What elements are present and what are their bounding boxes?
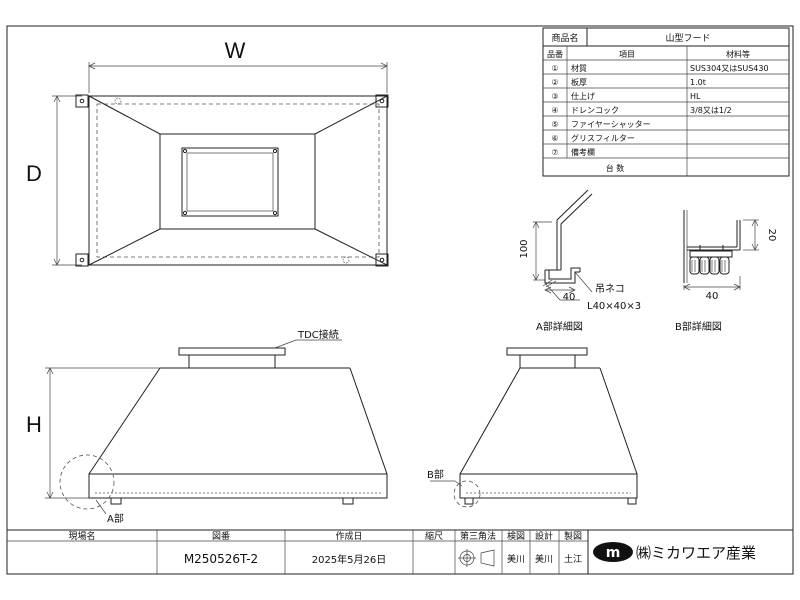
col-material-header: 材料等 [726, 49, 750, 59]
design-label: 設計 [535, 530, 553, 542]
row-no: ④ [551, 106, 558, 115]
detail-a: 100 40 吊ネコ L40×40×3 A部詳細図 [519, 189, 641, 333]
row-item: ドレンコック [571, 106, 619, 115]
row-no: ③ [551, 92, 558, 101]
row-item: 板厚 [571, 77, 587, 87]
detail-a-title: A部詳細図 [536, 320, 583, 333]
plan-view: W D [26, 38, 389, 267]
detail-b-title: B部詳細図 [675, 320, 722, 333]
side-view: B部 [427, 347, 638, 508]
drafter-name: 土江 [564, 553, 582, 565]
designer-name: 美川 [535, 553, 553, 565]
scale-label: 縮尺 [425, 530, 443, 542]
hanger-label: 吊ネコ [595, 283, 625, 295]
row-no: ② [551, 78, 558, 87]
projection-label: 第三角法 [460, 530, 496, 542]
product-name: 山型フード [665, 33, 710, 44]
row-value: HL [690, 92, 701, 101]
row-no: ⑥ [551, 134, 558, 143]
row-item: 仕上げ [571, 91, 595, 101]
row-item: ファイヤーシャッター [571, 120, 651, 129]
creation-date: 2025年5月26日 [312, 553, 387, 566]
checker-name: 美川 [507, 553, 525, 565]
row-no: ⑦ [551, 148, 558, 157]
draft-label: 製図 [564, 530, 582, 542]
w-dimension-label: W [225, 38, 246, 63]
d-dimension-label: D [26, 161, 42, 186]
dim-20-label: 20 [766, 229, 777, 242]
date-label: 作成日 [335, 530, 362, 542]
dim-40-label: 40 [563, 292, 576, 303]
detail-b: 20 40 B部詳細図 [675, 210, 777, 333]
company-logo-icon [593, 542, 633, 562]
tdc-connection-label: TDC接続 [297, 328, 339, 341]
col-item-header: 項目 [619, 50, 635, 59]
count-label: 台 数 [606, 163, 625, 173]
spec-table: 商品名 山型フード 品番 項目 材料等 ① 材質 SUS304又はSUS430 … [542, 27, 790, 177]
row-value: SUS304又はSUS430 [690, 64, 769, 73]
row-item: 備考欄 [571, 147, 595, 157]
row-value: 1.0t [690, 78, 706, 87]
company-name: ㈱ミカワエア産業 [636, 544, 756, 562]
row-item: 材質 [571, 63, 587, 73]
title-block: 現場名 図番 M250526T-2 作成日 2025年5月26日 縮尺 第三角法… [7, 529, 793, 574]
row-item: グリスフィルター [571, 133, 635, 143]
row-no: ⑤ [551, 120, 558, 129]
sheet-border [6, 25, 794, 575]
b-detail-label: B部 [427, 468, 444, 481]
company-logo-letter: m [606, 545, 621, 561]
third-angle-projection-icon [458, 549, 495, 567]
dim-40-label: 40 [706, 291, 719, 302]
row-no: ① [551, 64, 558, 73]
dim-100-label: 100 [519, 239, 530, 258]
check-label: 検図 [507, 530, 525, 542]
col-no-header: 品番 [547, 49, 563, 59]
front-view: TDC接続 H A部 [26, 328, 388, 525]
drawing-number-label: 図番 [212, 530, 230, 542]
row-value: 3/8又は1/2 [690, 106, 732, 115]
a-detail-label: A部 [107, 512, 124, 525]
h-dimension-label: H [26, 412, 42, 437]
drawing-number: M250526T-2 [184, 552, 258, 566]
product-name-label: 商品名 [551, 32, 578, 44]
angle-label: L40×40×3 [587, 301, 641, 312]
site-name-label: 現場名 [68, 530, 95, 542]
